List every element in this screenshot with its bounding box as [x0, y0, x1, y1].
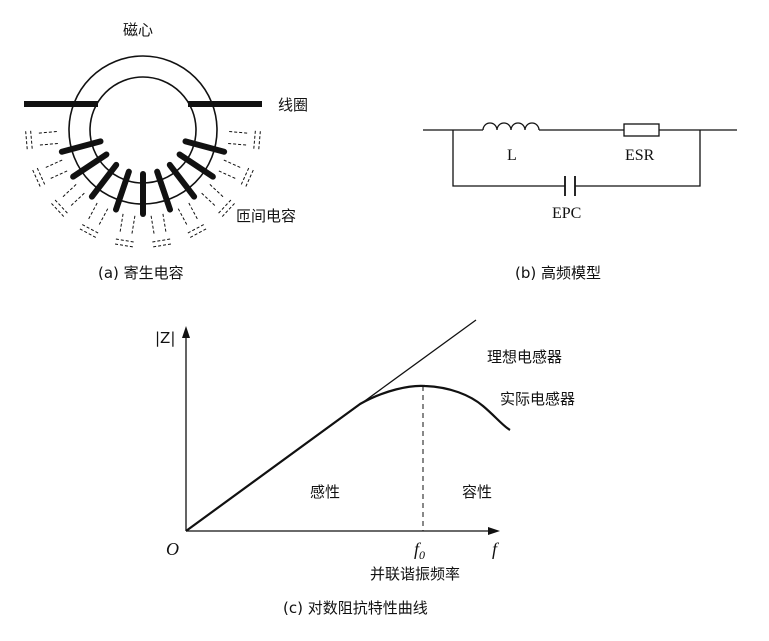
inductor-label: L	[507, 147, 517, 164]
caption-c: (c) 对数阻抗特性曲线	[283, 599, 428, 617]
parallel-wire-right	[575, 130, 701, 187]
resistor-label: ESR	[625, 147, 655, 164]
caption-a: (a) 寄生电容	[98, 264, 184, 282]
y-axis-arrow	[182, 326, 190, 338]
winding-turn	[154, 168, 174, 213]
coil-label: 线圈	[278, 96, 308, 114]
caption-b: (b) 高频模型	[515, 264, 601, 282]
capacitance-symbol	[150, 213, 172, 248]
core-label: 磁心	[123, 21, 153, 39]
winding-turn	[166, 161, 198, 200]
actual-inductor-label: 实际电感器	[500, 390, 575, 408]
capacitance-symbol	[177, 202, 207, 238]
capacitance-label: 匝间电容	[236, 207, 296, 225]
winding-turn	[112, 168, 132, 213]
panel-b-high-frequency-model: L ESR EPC (b) 高频模型	[423, 122, 737, 282]
resonance-symbol: f	[414, 539, 422, 559]
capacitance-symbol	[114, 213, 136, 248]
winding-turn	[88, 161, 120, 200]
panel-c-impedance-characteristic: |Z| O f f0 并联谐振频率 理想电感器 实际电感器 感性 容性 (c) …	[155, 319, 575, 617]
panel-a-parasitic-capacitance: 磁心 线圈 匝间电容 (a) 寄生电容	[24, 21, 308, 282]
resonance-description: 并联谐振频率	[370, 565, 460, 583]
winding-turn	[176, 151, 216, 180]
coil-windings	[58, 138, 228, 217]
inter-turn-capacitances	[25, 130, 261, 248]
y-axis-label: |Z|	[155, 329, 175, 347]
inductor-symbol	[482, 122, 540, 131]
winding-turn	[182, 138, 228, 155]
parallel-wire-left	[452, 130, 565, 187]
resistor-symbol	[623, 123, 660, 137]
capacitance-symbol	[218, 159, 254, 187]
inductive-region-label: 感性	[310, 483, 340, 501]
winding-turn	[58, 138, 104, 155]
core-inner-ring	[89, 76, 197, 184]
x-axis-label: f	[492, 539, 500, 559]
origin-label: O	[166, 539, 179, 559]
capacitance-symbol	[201, 184, 235, 217]
capacitor-label: EPC	[552, 205, 581, 222]
capacitance-symbol	[79, 202, 109, 238]
capacitance-symbol	[228, 130, 261, 150]
capacitance-symbol	[25, 130, 58, 150]
x-axis-arrow	[488, 527, 500, 535]
capacitive-region-label: 容性	[462, 483, 492, 501]
capacitance-symbol	[32, 159, 68, 187]
winding-turn	[70, 151, 110, 180]
actual-inductor-curve	[185, 384, 511, 532]
resonance-label: f0	[414, 539, 425, 562]
capacitance-symbol	[51, 184, 85, 217]
resonance-subscript: 0	[419, 548, 425, 562]
ideal-inductor-label: 理想电感器	[487, 348, 562, 366]
